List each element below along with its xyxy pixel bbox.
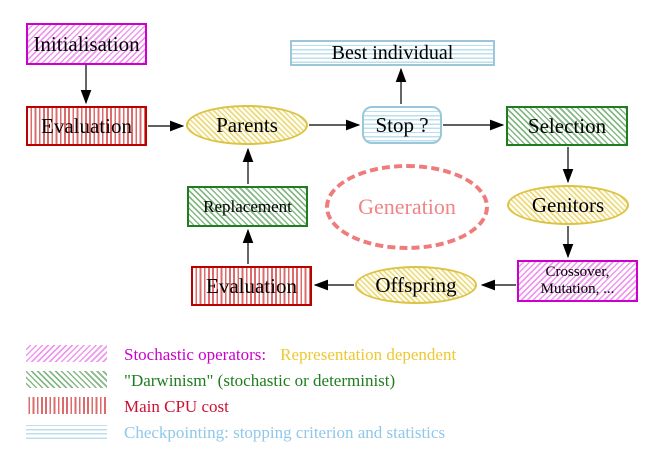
node-evaluation-bottom: Evaluation <box>191 266 312 306</box>
node-crossover-label: Crossover, <box>545 264 610 280</box>
node-parents-label: Parents <box>216 112 278 137</box>
node-selection: Selection <box>506 106 628 146</box>
legend-item-main-cpu-cost: Main CPU cost <box>124 398 229 415</box>
legend-item-stochastic-operators: Stochastic operators: Representation depe… <box>124 346 456 363</box>
legend-label-main-cpu-cost: Main CPU cost <box>124 397 229 416</box>
node-selection-label: Selection <box>527 113 607 138</box>
node-crossover-mutation: Crossover, Mutation, ... <box>517 260 638 302</box>
node-evaluation-top-label: Evaluation <box>41 113 132 138</box>
legend-item-checkpointing: Checkpointing: stopping criterion and st… <box>124 424 445 441</box>
node-replacement-label: Replacement <box>203 196 292 216</box>
node-evaluation-top: Evaluation <box>26 106 147 146</box>
node-offspring: Offspring <box>355 266 477 304</box>
node-genitors-label: Genitors <box>531 192 605 217</box>
legend-swatch-stochastic-operators <box>26 345 107 362</box>
node-initialisation-label: Initialisation <box>33 31 140 56</box>
node-offspring-label: Offspring <box>375 272 457 297</box>
generation-label: Generation <box>358 194 456 219</box>
legend-swatch-checkpointing <box>26 422 107 439</box>
legend-label-stochastic-operators: Stochastic operators: <box>124 345 267 364</box>
node-parents: Parents <box>186 105 308 145</box>
node-stop-label: Stop ? <box>375 112 429 137</box>
generation-loop-ellipse: Generation <box>325 164 489 250</box>
node-genitors: Genitors <box>507 185 629 225</box>
legend-swatch-darwinism <box>26 371 107 388</box>
node-evaluation-bottom-label: Evaluation <box>206 273 297 298</box>
node-replacement: Replacement <box>187 186 308 227</box>
legend-label-darwinism: "Darwinism" (stochastic or determinist) <box>124 371 396 390</box>
legend-item-darwinism: "Darwinism" (stochastic or determinist) <box>124 372 395 389</box>
node-stop: Stop ? <box>362 106 442 144</box>
node-mutation-label: Mutation, ... <box>540 281 615 297</box>
legend-label-representation-dependent: Representation dependent <box>280 345 457 364</box>
node-best-individual-label: Best individual <box>331 41 454 64</box>
node-initialisation: Initialisation <box>26 23 147 65</box>
node-best-individual: Best individual <box>290 40 495 66</box>
legend-label-checkpointing: Checkpointing: stopping criterion and st… <box>124 423 446 442</box>
legend-swatch-main-cpu-cost <box>26 397 107 414</box>
